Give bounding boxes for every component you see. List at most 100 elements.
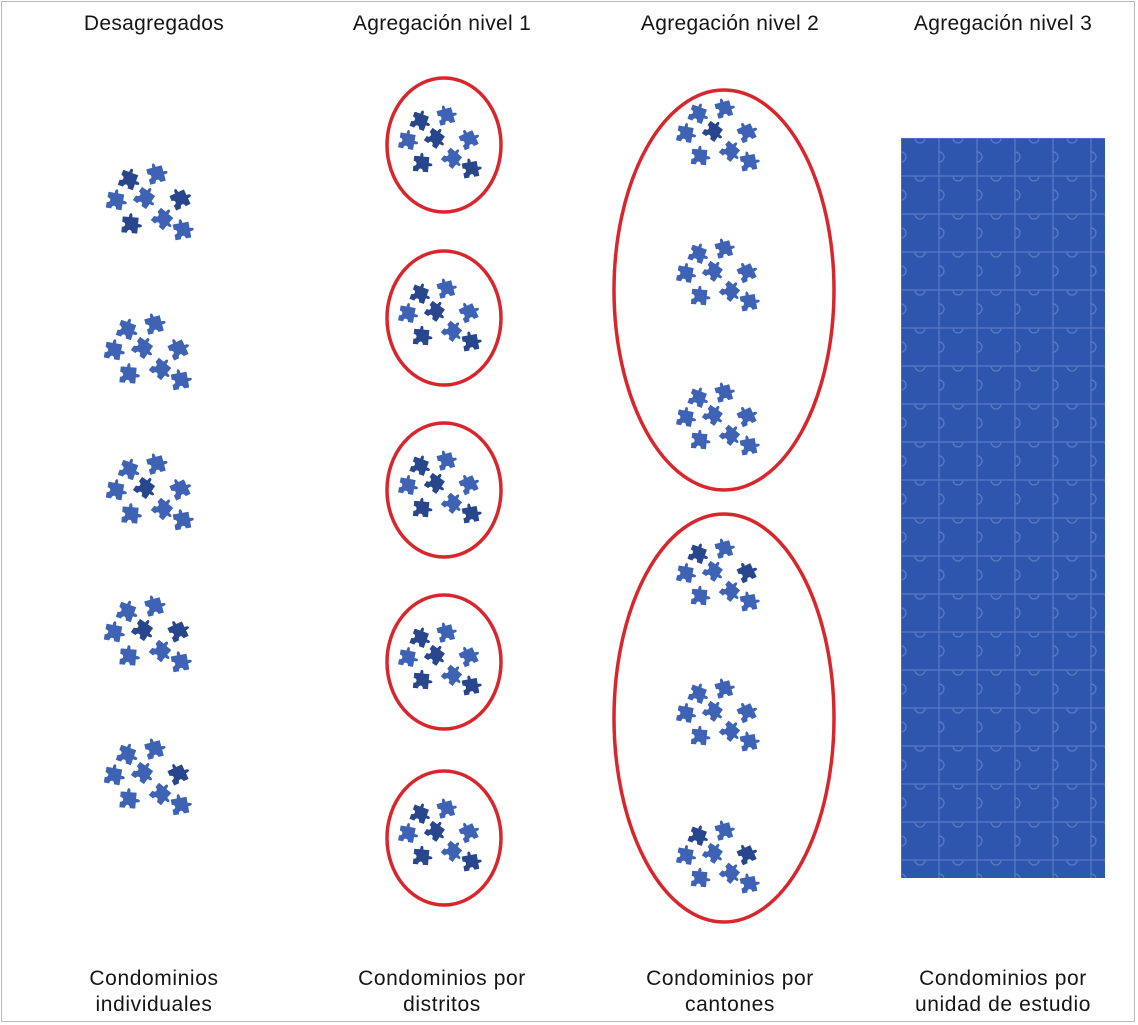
puzzle-pieces-icon bbox=[105, 450, 195, 531]
puzzle-piece-icon bbox=[701, 839, 728, 866]
puzzle-piece-icon bbox=[132, 183, 161, 212]
puzzle-piece-icon bbox=[701, 401, 728, 428]
puzzle-piece-icon bbox=[687, 681, 712, 706]
puzzle-piece-icon bbox=[713, 95, 737, 119]
puzzle-piece-icon bbox=[734, 840, 760, 866]
puzzle-piece-icon bbox=[461, 329, 484, 352]
puzzle-pieces-icon bbox=[103, 592, 193, 673]
puzzle-piece-icon bbox=[115, 741, 142, 768]
puzzle-pieces-icon bbox=[676, 235, 762, 312]
grouping-ellipse bbox=[614, 514, 834, 922]
puzzle-piece-icon bbox=[713, 675, 737, 699]
puzzle-piece-icon bbox=[143, 310, 168, 335]
puzzle-piece-icon bbox=[167, 184, 195, 212]
footer-line: Condominios por bbox=[318, 966, 566, 992]
puzzle-piece-icon bbox=[412, 497, 433, 518]
puzzle-piece-icon bbox=[145, 450, 170, 475]
puzzle-piece-icon bbox=[398, 821, 421, 844]
puzzle-piece-icon bbox=[130, 333, 159, 362]
puzzle-piece-icon bbox=[423, 297, 450, 324]
puzzle-piece-icon bbox=[115, 316, 142, 343]
puzzle-pieces-icon bbox=[103, 310, 193, 391]
puzzle-piece-icon bbox=[409, 801, 434, 826]
puzzle-piece-icon bbox=[165, 334, 193, 362]
puzzle-piece-icon bbox=[701, 257, 728, 284]
puzzle-piece-icon bbox=[713, 535, 737, 559]
puzzle-piece-icon bbox=[412, 152, 433, 173]
puzzle-piece-icon bbox=[461, 849, 484, 872]
footer-line: individuales bbox=[32, 992, 276, 1018]
puzzle-piece-icon bbox=[687, 101, 712, 126]
puzzle-piece-icon bbox=[435, 447, 459, 471]
puzzle-piece-icon bbox=[132, 473, 161, 502]
merged-block-group bbox=[901, 138, 1105, 878]
puzzle-pieces-icon bbox=[398, 795, 484, 872]
puzzle-pieces-icon bbox=[676, 675, 762, 752]
column-footer-nivel-1: Condominios por distritos bbox=[318, 966, 566, 1018]
puzzle-piece-icon bbox=[167, 474, 195, 502]
puzzle-piece-icon bbox=[676, 701, 699, 724]
puzzle-piece-icon bbox=[119, 787, 141, 809]
puzzle-piece-icon bbox=[456, 125, 482, 151]
puzzle-piece-icon bbox=[676, 561, 699, 584]
puzzle-piece-icon bbox=[130, 615, 159, 644]
puzzle-piece-icon bbox=[105, 187, 129, 211]
puzzle-piece-icon bbox=[119, 362, 141, 384]
puzzle-piece-icon bbox=[398, 645, 421, 668]
puzzle-piece-icon bbox=[713, 817, 737, 841]
puzzle-piece-icon bbox=[734, 402, 760, 428]
puzzle-piece-icon bbox=[456, 642, 482, 668]
puzzle-piece-icon bbox=[398, 301, 421, 324]
column-footer-desagregados: Condominios individuales bbox=[32, 966, 276, 1018]
puzzle-piece-icon bbox=[456, 298, 482, 324]
footer-line: Condominios bbox=[32, 966, 276, 992]
puzzle-piece-icon bbox=[130, 758, 159, 787]
puzzle-piece-icon bbox=[676, 121, 699, 144]
column-footer-nivel-3: Condominios por unidad de estudio bbox=[872, 966, 1134, 1018]
puzzle-piece-icon bbox=[103, 762, 127, 786]
puzzle-piece-icon bbox=[701, 117, 728, 144]
puzzle-piece-icon bbox=[739, 589, 762, 612]
puzzle-piece-icon bbox=[690, 429, 711, 450]
puzzle-piece-icon bbox=[423, 817, 450, 844]
puzzle-piece-icon bbox=[701, 697, 728, 724]
puzzle-pieces-icon bbox=[398, 447, 484, 524]
puzzle-piece-icon bbox=[739, 289, 762, 312]
puzzle-pieces-icon bbox=[676, 95, 762, 172]
puzzle-piece-icon bbox=[461, 501, 484, 524]
puzzle-piece-icon bbox=[409, 625, 434, 650]
puzzle-piece-icon bbox=[435, 795, 459, 819]
puzzle-piece-icon bbox=[143, 735, 168, 760]
puzzle-piece-icon bbox=[145, 160, 170, 185]
footer-line: distritos bbox=[318, 992, 566, 1018]
puzzle-piece-icon bbox=[409, 281, 434, 306]
puzzle-piece-icon bbox=[456, 818, 482, 844]
puzzle-piece-icon bbox=[398, 473, 421, 496]
puzzle-pieces-icon bbox=[105, 160, 195, 241]
puzzle-pieces-icon bbox=[103, 735, 193, 816]
puzzle-piece-icon bbox=[739, 433, 762, 456]
puzzle-piece-icon bbox=[461, 156, 484, 179]
puzzle-piece-icon bbox=[701, 557, 728, 584]
puzzle-piece-icon bbox=[170, 792, 194, 816]
puzzle-piece-icon bbox=[412, 845, 433, 866]
merged-puzzle-block-texture bbox=[901, 138, 1105, 878]
puzzle-piece-icon bbox=[115, 598, 142, 625]
puzzle-piece-icon bbox=[690, 867, 711, 888]
puzzle-piece-icon bbox=[690, 585, 711, 606]
puzzle-piece-icon bbox=[117, 456, 144, 483]
puzzle-piece-icon bbox=[117, 166, 144, 193]
puzzle-piece-icon bbox=[119, 644, 141, 666]
puzzle-piece-icon bbox=[713, 235, 737, 259]
puzzle-piece-icon bbox=[687, 823, 712, 848]
puzzle-piece-icon bbox=[165, 616, 193, 644]
puzzle-piece-icon bbox=[690, 285, 711, 306]
puzzle-pieces-icon bbox=[676, 817, 762, 894]
puzzle-piece-icon bbox=[105, 477, 129, 501]
puzzle-pieces-icon bbox=[676, 379, 762, 456]
puzzle-piece-icon bbox=[121, 212, 143, 234]
puzzle-piece-icon bbox=[676, 261, 699, 284]
puzzle-piece-icon bbox=[103, 619, 127, 643]
footer-line: cantones bbox=[600, 992, 860, 1018]
puzzle-piece-icon bbox=[423, 641, 450, 668]
